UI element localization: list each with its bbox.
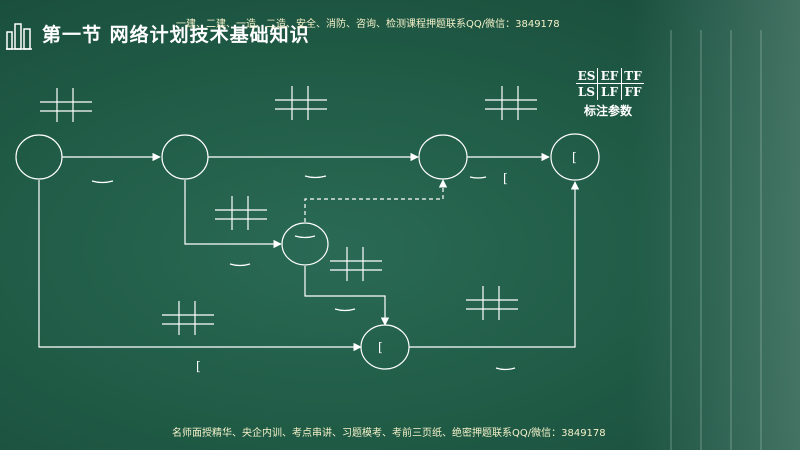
node-5-mark: [: [572, 150, 577, 164]
bottom-watermark: 名师面授精华、央企内训、考点串讲、习题模考、考前三页纸、绝密押题联系QQ/微信：…: [172, 428, 606, 439]
header: 第一节 网络计划技术基础知识 一建、二建、一造、二造、安全、消防、咨询、检测课程…: [0, 0, 800, 54]
node-2: [161, 134, 209, 180]
tick-mark: [294, 235, 316, 239]
top-watermark: 一建、二建、一造、二造、安全、消防、咨询、检测课程押题联系QQ/微信：38491…: [176, 19, 560, 30]
background-building-image: [630, 0, 800, 450]
tick-mark: [91, 180, 114, 184]
param-cross-6-5: [466, 286, 518, 320]
legend-es: ES: [576, 68, 598, 84]
node-3: [418, 134, 468, 180]
legend-tf: TF: [622, 68, 644, 84]
param-cross-3-5: [485, 86, 537, 120]
arrow-2-4: [184, 180, 282, 249]
arrow-4-6: [304, 266, 390, 326]
tick-mark: [495, 367, 516, 371]
param-cross-2-3: [275, 86, 327, 120]
node-6-mark: [: [378, 340, 383, 354]
arrow-6-5: [409, 181, 580, 348]
param-cross-4-6: [330, 247, 382, 281]
page-title: 第一节 网络计划技术基础知识: [42, 24, 310, 46]
tick-mark: [304, 175, 327, 179]
legend-grid: ES EF TF LS LF FF: [576, 68, 646, 100]
legend-ls: LS: [576, 84, 598, 100]
tick-mark: [229, 263, 251, 267]
legend-lf: LF: [598, 84, 622, 100]
parameter-legend: ES EF TF LS LF FF 标注参数: [570, 68, 646, 119]
node-1: [15, 134, 63, 180]
building-logo-icon: [6, 23, 32, 50]
param-cross-1-6: [162, 301, 214, 335]
param-cross-1-2: [40, 88, 92, 122]
arrow-1-6-mark: [: [196, 359, 201, 373]
legend-caption: 标注参数: [583, 104, 632, 118]
legend-ef: EF: [598, 68, 622, 84]
arrow-4-5-mark: [: [503, 171, 508, 185]
tick-mark: [469, 176, 487, 179]
arrow-1-6: [38, 180, 362, 352]
node-4: [281, 222, 329, 266]
tick-mark: [334, 308, 356, 312]
param-cross-2-4: [215, 196, 267, 230]
arrow-4-3-dummy: [304, 179, 448, 222]
node-6: [360, 324, 410, 370]
node-5: [550, 133, 600, 181]
legend-ff: FF: [624, 85, 642, 99]
